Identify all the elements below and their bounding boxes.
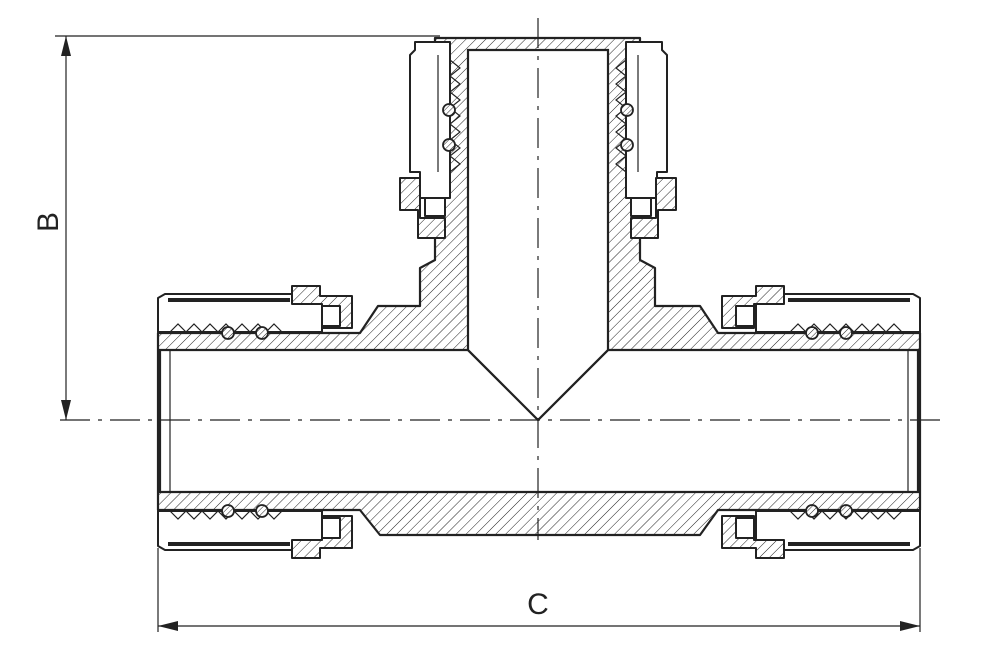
o-ring [442,103,456,117]
dimension-b-label: B [32,212,65,232]
dimension-c: C [157,548,921,632]
o-ring [442,138,456,152]
right-press-sleeve [721,285,921,340]
o-ring [805,326,819,340]
o-ring [620,138,634,152]
o-ring [839,326,853,340]
o-ring [221,326,235,340]
o-ring [805,504,819,518]
top-press-sleeve [399,41,677,239]
o-ring [620,103,634,117]
right-press-sleeve-lower [721,504,921,559]
o-ring [221,504,235,518]
o-ring [255,326,269,340]
dimension-b: B [32,35,440,420]
dimension-c-label: C [527,588,549,621]
left-press-sleeve-lower [157,504,353,559]
o-ring [255,504,269,518]
left-press-sleeve [157,285,353,340]
tee-body [156,36,922,537]
o-ring [839,504,853,518]
